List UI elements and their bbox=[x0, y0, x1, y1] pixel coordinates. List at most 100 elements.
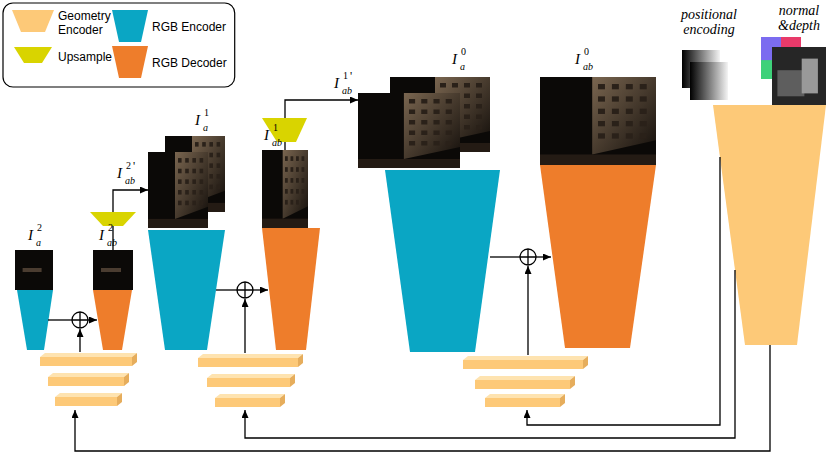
window bbox=[302, 178, 305, 183]
symbol-subscript: ab bbox=[272, 138, 282, 148]
window bbox=[185, 169, 189, 174]
image-picture bbox=[540, 77, 656, 165]
symbol-superscript: 1 bbox=[273, 123, 278, 133]
image-fill bbox=[93, 250, 133, 290]
window bbox=[476, 83, 482, 88]
window bbox=[302, 156, 305, 161]
window bbox=[302, 167, 305, 172]
image-fill bbox=[358, 93, 460, 168]
window bbox=[421, 120, 427, 125]
rgb-encoder bbox=[148, 230, 225, 350]
upsample-block bbox=[262, 118, 307, 142]
window bbox=[626, 84, 633, 89]
floor bbox=[358, 159, 460, 168]
window bbox=[464, 83, 470, 88]
window bbox=[476, 115, 482, 120]
symbol-base: I bbox=[117, 166, 122, 181]
geometry-slab bbox=[485, 398, 560, 407]
window bbox=[302, 189, 305, 194]
geometry-slab bbox=[463, 360, 583, 369]
image-picture bbox=[15, 250, 53, 290]
geometry-slab-top bbox=[475, 376, 575, 380]
symbol-base: I bbox=[28, 228, 33, 243]
window bbox=[291, 178, 294, 183]
image-picture bbox=[148, 152, 208, 228]
image-caption: positional encoding bbox=[670, 8, 748, 37]
window bbox=[209, 174, 213, 179]
image-detail bbox=[802, 59, 818, 94]
window bbox=[178, 158, 182, 163]
window bbox=[464, 94, 470, 99]
geometry-encoder bbox=[713, 105, 826, 345]
geometry-slab-side bbox=[117, 393, 122, 406]
rgb-decoder bbox=[540, 165, 656, 348]
window bbox=[195, 142, 199, 147]
geometry-slab bbox=[475, 380, 570, 389]
window bbox=[640, 121, 647, 126]
image-picture bbox=[772, 47, 826, 105]
image-detail bbox=[777, 70, 804, 96]
window bbox=[612, 121, 619, 126]
symbol-superscript: 2 bbox=[37, 223, 42, 233]
symbol-superscript: 1 bbox=[343, 71, 348, 81]
window bbox=[296, 178, 299, 183]
image-picture bbox=[262, 150, 308, 228]
window bbox=[200, 179, 204, 184]
sum-cross bbox=[237, 282, 253, 298]
window bbox=[185, 179, 189, 184]
image-fill bbox=[690, 62, 728, 100]
window bbox=[446, 120, 452, 125]
image-picture bbox=[690, 62, 728, 100]
window bbox=[200, 169, 204, 174]
window bbox=[476, 94, 482, 99]
window bbox=[446, 99, 452, 104]
symbol-base: I bbox=[452, 52, 457, 67]
window bbox=[209, 185, 213, 190]
geometry-slab bbox=[48, 377, 124, 386]
window bbox=[421, 99, 427, 104]
image-fill bbox=[262, 150, 308, 228]
geometry-slab-side bbox=[132, 353, 137, 366]
geometry-slab-top bbox=[48, 373, 129, 377]
window bbox=[612, 109, 619, 114]
legend-label: Upsample bbox=[58, 50, 112, 64]
window bbox=[433, 141, 439, 146]
legend-label: RGB Encoder bbox=[152, 20, 226, 34]
window bbox=[285, 189, 288, 194]
image-caption: normal &depth bbox=[771, 4, 827, 33]
window bbox=[598, 109, 605, 114]
window bbox=[285, 178, 288, 183]
geometry-feature-wire bbox=[527, 157, 720, 425]
image-panel: Iab2 bbox=[93, 250, 133, 290]
feature-wire bbox=[253, 289, 268, 290]
window bbox=[178, 190, 182, 195]
window bbox=[217, 185, 221, 190]
symbol-base: I bbox=[575, 52, 580, 67]
geometry-slab-top bbox=[55, 393, 122, 397]
window bbox=[433, 120, 439, 125]
geometry-slab bbox=[207, 378, 290, 387]
geometry-slab-side bbox=[290, 374, 295, 387]
window bbox=[433, 99, 439, 104]
image-picture bbox=[358, 93, 460, 168]
window bbox=[285, 156, 288, 161]
window bbox=[464, 104, 470, 109]
symbol-subscript: ab bbox=[125, 176, 135, 186]
geometry-slab-side bbox=[560, 394, 565, 407]
symbol-base: I bbox=[264, 128, 269, 143]
window bbox=[598, 133, 605, 138]
symbol-subscript: a bbox=[36, 238, 41, 248]
window bbox=[217, 163, 221, 168]
rgb-encoder bbox=[17, 290, 53, 350]
geometry-slab-top bbox=[485, 394, 565, 398]
symbol-base: I bbox=[99, 228, 104, 243]
window bbox=[209, 153, 213, 158]
image-fill bbox=[15, 250, 53, 290]
geometry-slab-top bbox=[215, 394, 285, 398]
window bbox=[626, 109, 633, 114]
window bbox=[409, 110, 415, 115]
window bbox=[296, 167, 299, 172]
symbol-subscript: a bbox=[203, 123, 208, 133]
window bbox=[433, 110, 439, 115]
